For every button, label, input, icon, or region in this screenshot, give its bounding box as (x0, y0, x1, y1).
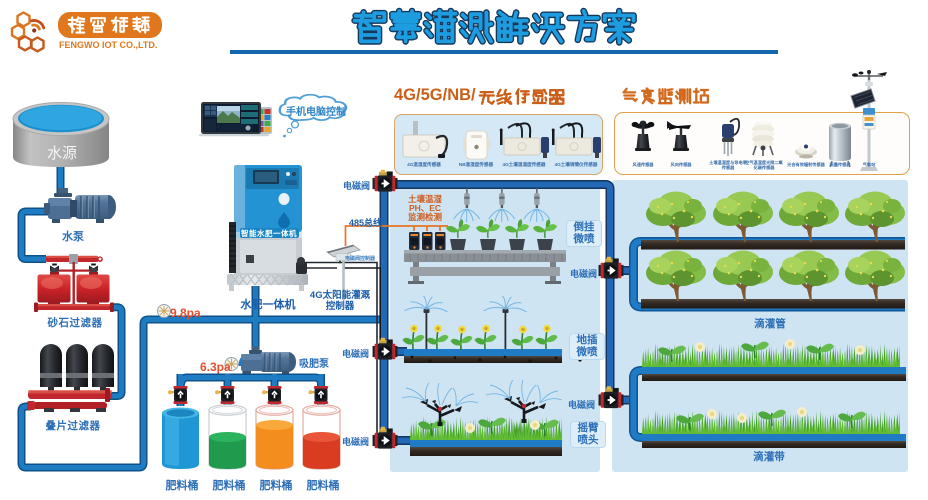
svg-text:智能水肥一体机: 智能水肥一体机 (241, 228, 297, 238)
